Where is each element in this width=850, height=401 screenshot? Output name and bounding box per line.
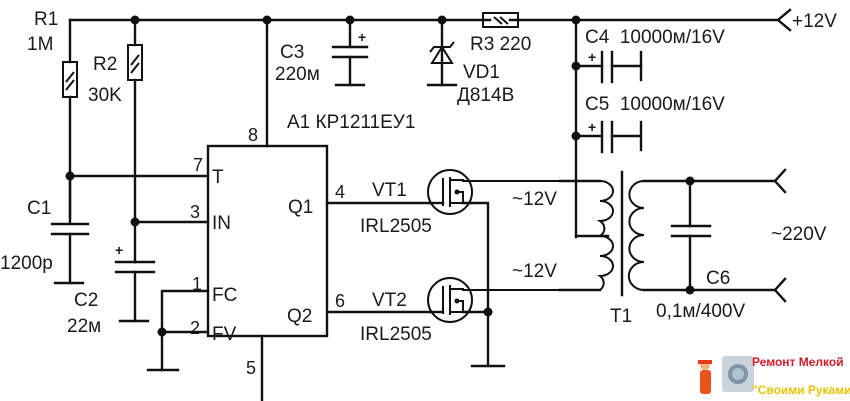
pin-in-label: IN [212, 213, 231, 234]
c3-plus-mark: + [358, 29, 366, 45]
c1-ref: C1 [27, 198, 51, 219]
capacitor-c2 [114, 260, 156, 323]
capacitor-c3 [331, 18, 369, 87]
vd1-ref: VD1 [463, 62, 500, 83]
r3-label: R3 220 [470, 34, 531, 55]
pin-t-label: T [212, 167, 224, 188]
c6-ref: C6 [706, 268, 730, 289]
pin-6-number: 6 [335, 291, 345, 311]
r1-value: 1M [27, 34, 53, 55]
watermark: Ремонт Мелкой "Своими Руками" [698, 355, 850, 397]
zener-vd1 [426, 18, 458, 87]
mosfet-vt2 [325, 277, 600, 368]
output-terminals [688, 168, 787, 303]
supply-label: +12V [792, 11, 837, 32]
r2-value: 30K [88, 85, 122, 106]
pin-4-number: 4 [335, 182, 345, 202]
watermark-line1: Ремонт Мелкой [752, 355, 844, 369]
primary-top-label: ~12V [512, 189, 557, 210]
supply-rail [68, 8, 792, 32]
pin-5-number: 5 [246, 358, 256, 378]
resistor-r3 [482, 12, 519, 28]
mechanic-icon [698, 360, 712, 394]
fc-fv-ground [146, 289, 210, 372]
vt1-ref: VT1 [372, 180, 407, 201]
junction-dot [157, 327, 167, 337]
c3-value: 220м [275, 64, 320, 85]
vt1-value: IRL2505 [360, 216, 432, 237]
c2-value: 22м [67, 316, 101, 337]
vt2-value: IRL2505 [360, 324, 432, 345]
capacitor-c6 [670, 179, 712, 292]
c5-plus-mark: + [588, 119, 596, 135]
pin-q1-label: Q1 [288, 197, 313, 218]
r1-ref: R1 [34, 9, 58, 30]
c5-label: C5 10000м/16V [585, 94, 725, 115]
vt2-ref: VT2 [372, 290, 407, 311]
pin-q2-label: Q2 [287, 306, 312, 327]
c2-ref: C2 [74, 290, 98, 311]
vd1-value: Д814В [457, 85, 514, 106]
capacitor-c5 [574, 120, 643, 154]
ic-a1-label: A1 КР1211ЕУ1 [287, 112, 415, 133]
c4-label: C4 10000м/16V [585, 27, 725, 48]
pin-8-number: 8 [248, 125, 258, 145]
mosfet-vt1 [325, 169, 600, 314]
transformer-t1 [558, 170, 692, 297]
pin-1-number: 1 [192, 274, 202, 294]
c3-ref: C3 [280, 42, 304, 63]
capacitor-c4 [574, 50, 643, 84]
junction-dot [483, 307, 493, 317]
pin-fv-label: FV [212, 324, 237, 345]
pin-3-number: 3 [190, 202, 200, 222]
capacitor-c1 [50, 170, 90, 285]
resistor-r2 [127, 18, 143, 264]
c1-value: 1200p [0, 253, 53, 274]
primary-bottom-label: ~12V [512, 261, 557, 282]
ic-a1 [206, 18, 329, 401]
pin-2-number: 2 [190, 318, 200, 338]
c6-value: 0,1м/400V [656, 301, 745, 322]
output-voltage-label: ~220V [771, 224, 827, 245]
c2-plus-mark: + [115, 242, 123, 258]
pin-fc-label: FC [212, 285, 237, 306]
r2-ref: R2 [93, 54, 117, 75]
watermark-line2: "Своими Руками" [752, 383, 850, 397]
washing-machine-icon [722, 356, 754, 392]
pin-7-number: 7 [193, 155, 203, 175]
t1-ref: T1 [610, 306, 632, 327]
c4-plus-mark: + [588, 49, 596, 65]
